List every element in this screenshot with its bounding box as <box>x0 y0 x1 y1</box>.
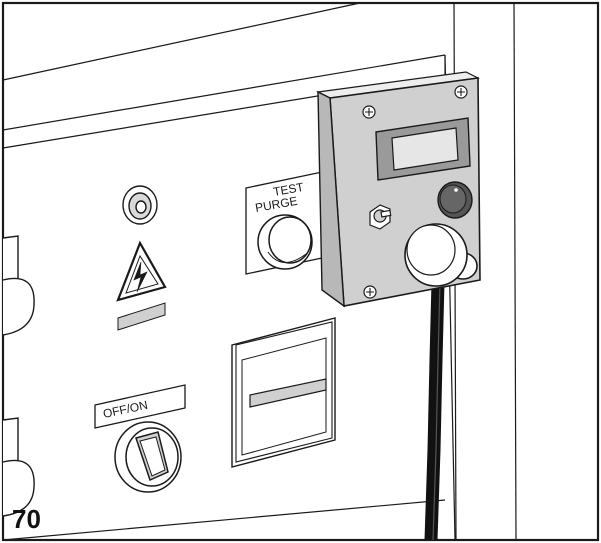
screw-icon <box>362 105 376 119</box>
figure-number: 70 <box>12 504 41 534</box>
indicator-lamp-icon <box>122 185 158 225</box>
toggle-switch-icon[interactable] <box>369 204 392 230</box>
test-purge-label-line1: TEST <box>272 180 305 199</box>
screw-icon <box>363 285 377 299</box>
cable-connector-icon <box>404 223 478 287</box>
screw-icon <box>454 85 468 99</box>
off-on-rotary-switch-icon[interactable] <box>114 421 182 493</box>
left-partial-components <box>2 235 35 517</box>
test-purge-pushbutton-icon[interactable] <box>257 214 313 270</box>
display-window <box>375 117 471 181</box>
cable <box>424 281 445 541</box>
adjustment-knob-icon[interactable] <box>437 181 473 219</box>
off-on-label-plate: OFF/ON <box>94 384 186 429</box>
display-box <box>231 317 336 468</box>
high-voltage-warning-icon <box>116 240 167 331</box>
